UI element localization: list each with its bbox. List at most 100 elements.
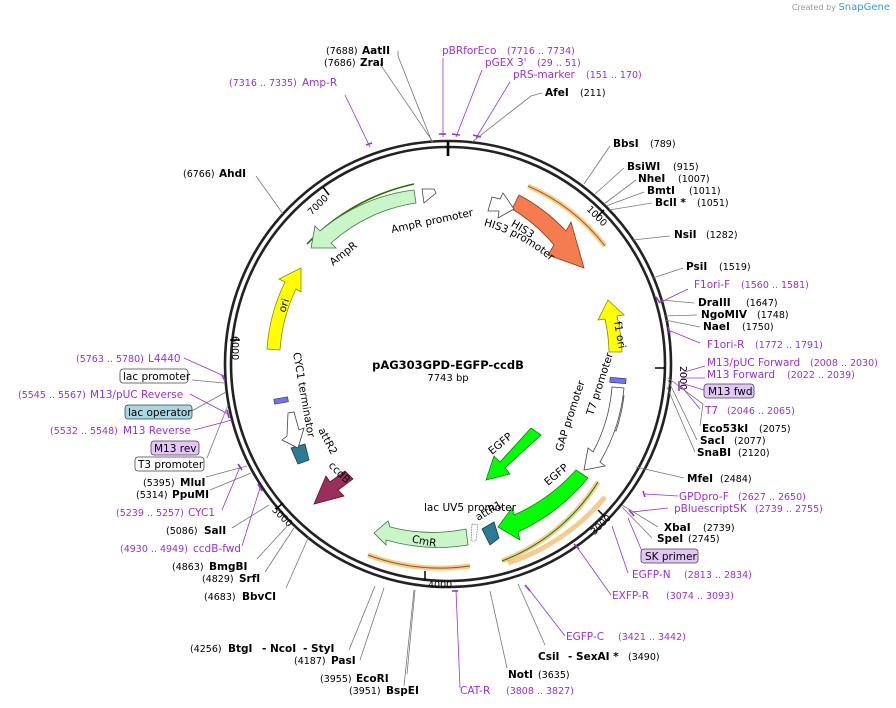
lac-operator-mark-right [609, 376, 627, 385]
enzyme-nsii[interactable]: NsiI [674, 229, 697, 241]
enzyme-bmgbi[interactable]: BmgBI [209, 561, 247, 573]
ori-label: ori [276, 297, 292, 314]
primer-l4440[interactable]: L4440 [148, 353, 181, 365]
enzyme-csii[interactable]: CsiI [538, 651, 559, 663]
enzyme-psii[interactable]: PsiI [686, 261, 707, 273]
lac-promoter-label: lac promoter [123, 371, 191, 383]
enzyme-bmti[interactable]: BmtI [647, 185, 675, 197]
primer-m13-reverse[interactable]: M13 Reverse [123, 425, 191, 437]
enzyme-bbvci[interactable]: BbvCI [242, 591, 276, 603]
enzyme-noti[interactable]: NotI [508, 669, 533, 681]
enzyme-snabi[interactable]: SnaBI [697, 447, 731, 459]
his3-arrow[interactable] [511, 194, 585, 269]
ccdb-arrow[interactable] [313, 470, 354, 505]
his3-promoter-arrow[interactable] [487, 192, 515, 219]
enzyme-sali[interactable]: SalI [204, 525, 226, 537]
egfp-arrow-upper[interactable] [485, 427, 542, 481]
primer-m13-forward-range: (2022 .. 2039) [787, 370, 855, 381]
primer-egfp-c[interactable]: EGFP-C [566, 631, 604, 643]
enzyme-ngomiv[interactable]: NgoMIV [701, 309, 748, 321]
enzyme-bspei[interactable]: BspEI [386, 685, 419, 697]
enzyme-zrai[interactable]: ZraI [360, 57, 384, 69]
enzyme-nhei[interactable]: NheI [638, 173, 665, 185]
enzyme-mfei[interactable]: MfeI [687, 473, 713, 485]
enzyme-ecori-num: (3955) [320, 674, 352, 685]
enzyme-ncoi[interactable]: - NcoI [262, 643, 296, 655]
enzyme-zrai-num: (7686) [324, 58, 356, 69]
enzyme-sexai[interactable]: - SexAI * [568, 651, 619, 663]
primer-f1ori-r[interactable]: F1ori-R [707, 339, 744, 351]
enzyme-nsii-num: (1282) [706, 230, 738, 241]
primer-ccdb-fwd[interactable]: ccdB-fwd [193, 543, 241, 555]
primer-gpdpro-f[interactable]: GPDpro-F [679, 491, 729, 503]
enzyme-ahdi[interactable]: AhdI [219, 168, 246, 180]
egfp-arrow-lower[interactable] [497, 469, 589, 541]
enzyme-bbvci-num: (4683) [204, 592, 236, 603]
brand-prefix: Created by [791, 3, 836, 12]
ampr-promoter-label: AmpR promoter [390, 207, 475, 236]
lac-operator-box[interactable]: lac operator [124, 404, 193, 420]
primer-m13-puc-reverse[interactable]: M13/pUC Reverse [90, 389, 183, 401]
orf-arcs [306, 183, 607, 571]
enzyme-afei[interactable]: AfeI [545, 87, 569, 99]
attr1-arrow[interactable] [481, 521, 500, 546]
m13-rev-box[interactable]: M13 rev [150, 440, 200, 456]
enzyme-mlui[interactable]: MluI [180, 477, 205, 489]
primer-pbrforeco[interactable]: pBRforEco [442, 45, 496, 57]
enzyme-styi[interactable]: - StyI [303, 643, 334, 655]
ori-arrow[interactable] [266, 267, 302, 351]
enzyme-bbsi[interactable]: BbsI [613, 138, 639, 150]
primer-m13-puc-forward[interactable]: M13/pUC Forward [707, 357, 800, 369]
m13-fwd-box[interactable]: M13 fwd [703, 383, 755, 399]
boxed-labels: M13 fwd SK primer lac promoter lac opera… [119, 368, 755, 564]
enzyme-eco53ki[interactable]: Eco53kI [702, 423, 748, 435]
sk-primer-box[interactable]: SK primer [640, 548, 699, 564]
gap-promoter-arrow[interactable] [583, 386, 625, 471]
enzyme-saci[interactable]: SacI [700, 435, 725, 447]
enzyme-btgi[interactable]: BtgI [228, 643, 252, 655]
primer-prs-marker[interactable]: pRS-marker [513, 69, 576, 81]
enzyme-ecori[interactable]: EcoRI [356, 673, 389, 685]
ampr-arrow[interactable] [310, 189, 417, 249]
lac-promoter-box[interactable]: lac promoter [119, 368, 191, 384]
enzyme-bspei-num: (3951) [349, 686, 381, 697]
enzyme-bcli[interactable]: BclI * [655, 197, 686, 209]
enzyme-bsiwi[interactable]: BsiWI [627, 161, 660, 173]
enzyme-ppumi[interactable]: PpuMI [172, 489, 209, 501]
enzyme-bbsi-num: (789) [650, 139, 676, 150]
primer-t7[interactable]: T7 [704, 405, 718, 417]
primer-amp-r[interactable]: Amp-R [302, 77, 337, 89]
attr2-arrow[interactable] [290, 443, 310, 465]
cmr-label: CmR [411, 533, 437, 549]
primer-cyc1[interactable]: CYC1 [188, 507, 215, 519]
enzyme-snabi-num: (2120) [738, 448, 770, 459]
primer-pgex3[interactable]: pGEX 3' [485, 57, 527, 69]
primer-prs-marker-range: (151 .. 170) [586, 70, 642, 81]
primer-labels: pBRforEco (7716 .. 7734) pGEX 3' (29 .. … [18, 45, 878, 697]
enzyme-aatii[interactable]: AatII [362, 45, 390, 57]
enzyme-xbai[interactable]: XbaI [664, 522, 691, 534]
primer-exfp-r[interactable]: EXFP-R [612, 590, 649, 602]
his3-orf-line [527, 185, 606, 247]
enzyme-pasi[interactable]: PasI [331, 655, 356, 667]
cyc1-terminator-arrow[interactable] [281, 411, 305, 449]
primer-f1ori-r-range: (1772 .. 1791) [755, 340, 823, 351]
primer-m13-forward[interactable]: M13 Forward [707, 369, 775, 381]
f1-ori-arrow[interactable] [597, 299, 625, 353]
enzyme-psii-num: (1519) [719, 262, 751, 273]
primer-pbluescriptsk[interactable]: pBluescriptSK [674, 503, 748, 515]
brand-name: SnapGene [838, 2, 890, 13]
enzyme-naei[interactable]: NaeI [703, 321, 730, 333]
enzyme-spei[interactable]: SpeI [657, 533, 683, 545]
enzyme-srfi[interactable]: SrfI [239, 573, 260, 585]
primer-cat-r[interactable]: CAT-R [460, 685, 490, 697]
primer-f1ori-f[interactable]: F1ori-F [694, 279, 730, 291]
ampr-promoter-arrow[interactable] [421, 188, 437, 204]
enzyme-draiii[interactable]: DraIII [698, 297, 731, 309]
cmr-arrow[interactable] [373, 520, 469, 548]
enzyme-ppumi-num: (5314) [136, 490, 168, 501]
t3-promoter-box[interactable]: T3 promoter [134, 456, 205, 472]
lac-operator-mark-left [273, 396, 289, 405]
primer-egfp-n[interactable]: EGFP-N [632, 569, 671, 581]
